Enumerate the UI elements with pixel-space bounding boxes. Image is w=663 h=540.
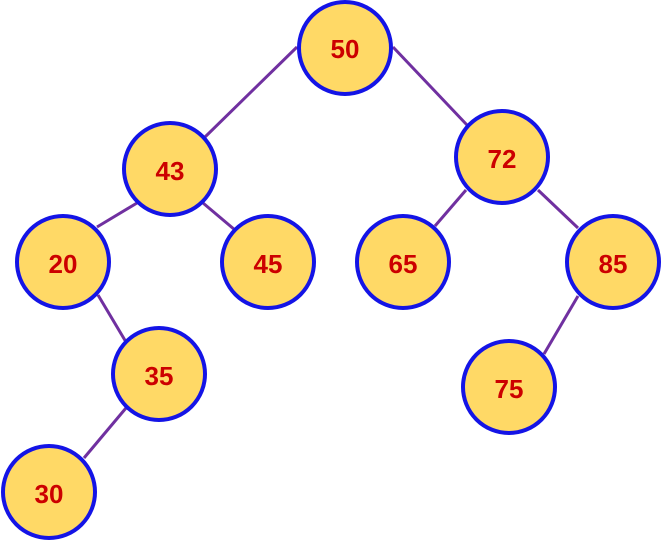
node-72-label: 72	[488, 144, 517, 174]
node-35-label: 35	[145, 361, 174, 391]
node-20-circle	[15, 214, 111, 310]
node-45-label: 45	[254, 249, 283, 279]
node-20-label: 20	[49, 249, 78, 279]
node-75: 75	[461, 339, 557, 435]
edge-85-75	[542, 295, 580, 355]
node-35: 35	[111, 326, 207, 422]
node-85-label: 85	[599, 249, 628, 279]
node-50-circle	[297, 0, 393, 96]
node-85: 85	[565, 214, 661, 310]
node-50: 50	[297, 0, 393, 96]
node-75-circle	[461, 339, 557, 435]
node-20: 20	[15, 214, 111, 310]
edge-43-20	[96, 201, 138, 229]
node-65-label: 65	[389, 249, 418, 279]
node-85-circle	[565, 214, 661, 310]
node-45: 45	[220, 214, 316, 310]
edge-20-35	[96, 294, 128, 343]
node-45-circle	[220, 214, 316, 310]
edge-35-30	[82, 407, 128, 459]
edge-50-43	[203, 45, 299, 139]
edge-72-65	[433, 189, 468, 227]
node-72-circle	[454, 109, 550, 205]
node-50-label: 50	[331, 34, 360, 64]
edge-72-85	[536, 188, 580, 230]
edge-50-72	[391, 45, 469, 127]
node-35-circle	[111, 326, 207, 422]
node-43-label: 43	[156, 156, 185, 186]
edge-43-45	[202, 201, 236, 232]
node-43: 43	[122, 121, 218, 217]
node-30-circle	[1, 444, 97, 540]
node-43-circle	[122, 121, 218, 217]
node-75-label: 75	[495, 374, 524, 404]
node-30: 30	[1, 444, 97, 540]
node-65: 65	[355, 214, 451, 310]
node-72: 72	[454, 109, 550, 205]
edges	[82, 45, 580, 459]
node-30-label: 30	[35, 479, 64, 509]
node-65-circle	[355, 214, 451, 310]
